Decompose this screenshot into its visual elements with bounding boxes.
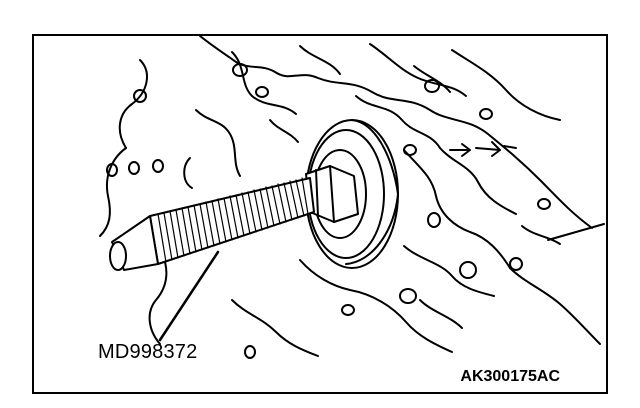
special-tool-bolt xyxy=(109,165,359,271)
casting-holes xyxy=(106,63,605,359)
engine-block-outline xyxy=(99,36,601,357)
part-number-label: MD998372 xyxy=(98,341,198,363)
figure-reference-code: AK300175AC xyxy=(460,368,560,385)
leader-line xyxy=(158,250,220,342)
